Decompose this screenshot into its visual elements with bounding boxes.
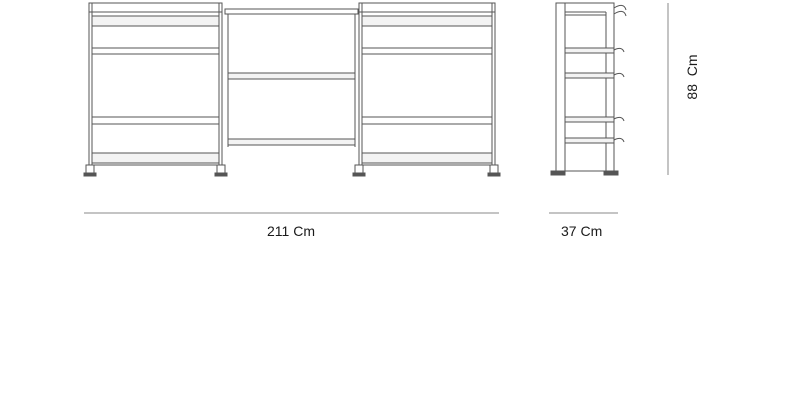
side-hook-4 [613, 72, 625, 78]
right-unit-foot-l [352, 172, 366, 177]
bridge-top-rail [224, 8, 359, 15]
side-hook-3 [613, 47, 625, 53]
side-hook-6 [613, 137, 625, 143]
left-unit-foot-l [83, 172, 97, 177]
right-unit-foot-r [487, 172, 501, 177]
left-bottom-shelf [91, 152, 220, 164]
right-unit-frame [358, 2, 496, 166]
side-shelf-2 [564, 72, 615, 79]
side-shelf-3 [564, 116, 615, 123]
side-view [550, 2, 627, 176]
left-unit-frame [88, 2, 223, 166]
front-left-unit [83, 2, 228, 177]
depth-dimension-label: 37 Cm [561, 223, 603, 239]
side-foot-back [603, 170, 619, 176]
right-bottom-shelf [361, 152, 493, 164]
width-dimension-label: 211 Cm [267, 223, 315, 239]
side-hook-2 [613, 10, 627, 17]
side-foot-front [550, 170, 566, 176]
right-drawer-front [361, 15, 493, 27]
front-view [83, 2, 501, 177]
front-right-unit [352, 2, 501, 177]
side-frame [555, 2, 615, 172]
bridge-middle-shelf [227, 72, 356, 80]
left-unit-foot-r [214, 172, 228, 177]
front-middle-bridge [224, 8, 359, 147]
height-dimension-label: 88 Cm [684, 54, 700, 100]
side-shelf-1 [564, 47, 615, 54]
left-drawer-front [91, 15, 220, 27]
side-shelf-4 [564, 137, 615, 144]
side-hook-1 [613, 4, 627, 11]
bridge-bottom-shelf [227, 138, 356, 146]
side-hook-5 [613, 116, 625, 122]
